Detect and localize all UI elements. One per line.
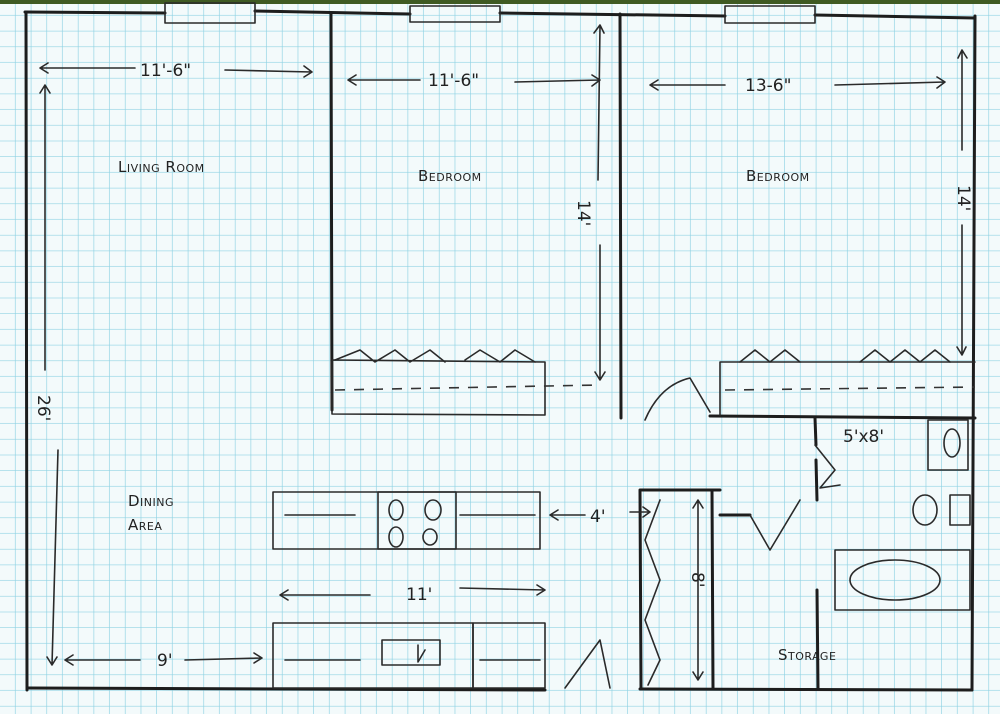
- label-dining: Dining: [128, 492, 174, 510]
- label-bedroom-1: Bedroom: [418, 167, 482, 185]
- dim-hall-closet: 8': [687, 572, 707, 588]
- interior-walls: [329, 12, 977, 690]
- entry-door: [564, 639, 611, 689]
- label-living-room: Living Room: [118, 158, 205, 176]
- dim-bedroom1-width: 11'-6": [428, 71, 479, 91]
- dim-aisle: 4': [590, 507, 606, 527]
- dim-overall-length: 26': [33, 395, 53, 421]
- windows: [164, 2, 816, 24]
- dim-bath: 5'x8': [843, 427, 884, 447]
- dimension-arrows: [39, 24, 968, 666]
- exterior-walls: [23, 9, 977, 692]
- dim-bedroom2-width: 13-6": [745, 76, 791, 96]
- hall-closet-hatch: [644, 499, 661, 686]
- label-bedroom-2: Bedroom: [746, 167, 810, 185]
- burner-icon: [388, 526, 404, 548]
- bedroom1-closet: [331, 349, 601, 416]
- bath-door: [814, 444, 841, 489]
- toilet: [927, 419, 969, 471]
- label-area: Area: [128, 516, 162, 534]
- storage-door: [749, 499, 801, 551]
- label-storage: Storage: [778, 646, 836, 664]
- dim-living-width: 11'-6": [140, 61, 191, 81]
- hall-closet-dimension-arrow: [692, 499, 704, 681]
- burner-icon: [424, 499, 442, 521]
- burner-icon: [422, 528, 438, 546]
- top-strip: [0, 0, 1000, 4]
- door-swing: [644, 377, 711, 421]
- dim-dining-width: 9': [157, 651, 173, 671]
- burner-icon: [388, 499, 404, 521]
- kitchen-island: [272, 491, 541, 550]
- sink: [912, 494, 971, 526]
- dim-bedroom2-length: 14': [953, 185, 973, 211]
- dim-kitchen-width: 11': [406, 585, 432, 605]
- bathtub: [834, 549, 971, 611]
- dim-bedroom1-length: 14': [573, 200, 593, 226]
- kitchen-counter: [272, 622, 546, 689]
- bedroom2-closet: [719, 349, 976, 416]
